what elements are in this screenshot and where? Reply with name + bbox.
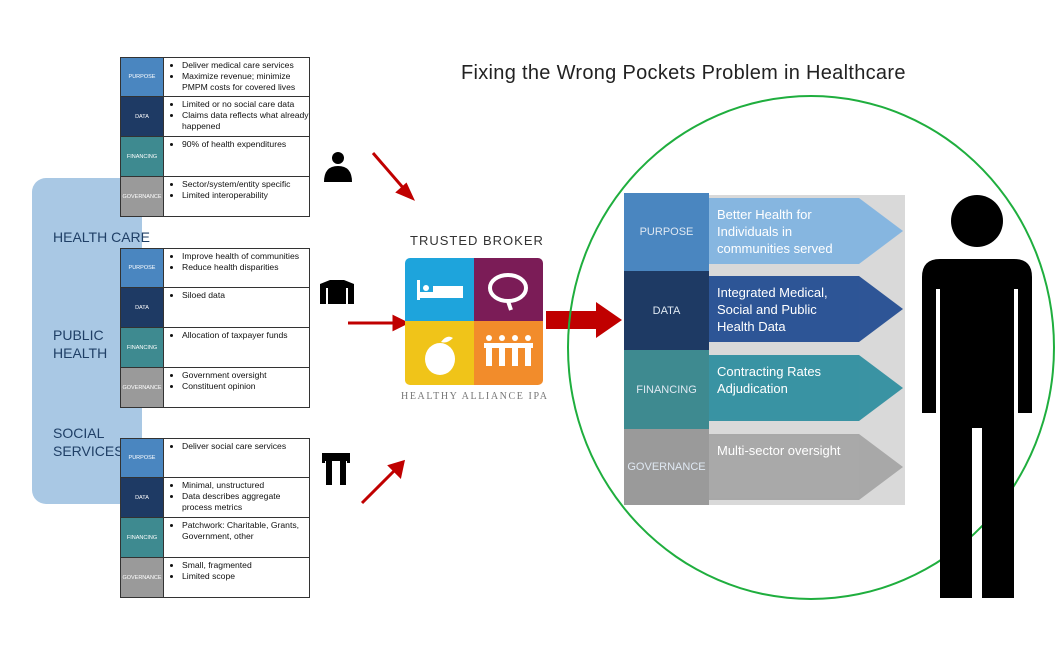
row-label: PURPOSE — [121, 58, 164, 96]
row-items: Deliver medical care servicesMaximize re… — [164, 58, 309, 96]
red-arrows — [348, 152, 415, 505]
table-row: FINANCING Allocation of taxpayer funds — [120, 328, 310, 368]
row-items: Allocation of taxpayer funds — [164, 328, 288, 367]
person-icon — [324, 152, 352, 182]
arrow-health-care — [371, 152, 415, 201]
row-label: GOVERNANCE — [121, 177, 164, 216]
list-item: Limited or no social care data — [182, 99, 309, 110]
outcome-arrow: Contracting Rates Adjudication — [709, 355, 903, 421]
logo-name: HEALTHY ALLIANCE IPA — [401, 391, 549, 402]
list-item: Limited scope — [182, 571, 252, 582]
row-label: PURPOSE — [121, 439, 164, 477]
outcome-label: DATA — [624, 271, 709, 350]
list-item: 90% of health expenditures — [182, 139, 286, 150]
row-items: Government oversightConstituent opinion — [164, 368, 267, 407]
list-item: Claims data reflects what already happen… — [182, 110, 309, 132]
list-item: Allocation of taxpayer funds — [182, 330, 288, 341]
table-row: PURPOSEImprove health of communitiesRedu… — [120, 248, 310, 288]
healthy-alliance-logo — [405, 258, 543, 385]
row-items: Minimal, unstructuredData describes aggr… — [164, 478, 309, 517]
individual-circle — [567, 95, 1055, 600]
page-title: Fixing the Wrong Pockets Problem in Heal… — [461, 62, 906, 84]
row-items: Patchwork: Charitable, Grants, Governmen… — [164, 518, 309, 557]
outcome-arrow: Integrated Medical, Social and Public He… — [709, 276, 903, 342]
list-item: Deliver social care services — [182, 441, 286, 452]
sector-health-care: HEALTH CARE — [53, 229, 150, 245]
table-row: DATAMinimal, unstructuredData describes … — [120, 478, 310, 518]
row-label: GOVERNANCE — [121, 558, 164, 597]
row-items: 90% of health expenditures — [164, 137, 286, 176]
table-row: GOVERNANCESmall, fragmentedLimited scope — [120, 558, 310, 598]
list-item: Siloed data — [182, 290, 225, 301]
sector-table: PURPOSEDeliver medical care servicesMaxi… — [120, 57, 310, 217]
row-label: FINANCING — [121, 518, 164, 557]
row-items: Small, fragmentedLimited scope — [164, 558, 252, 597]
list-item: Reduce health disparities — [182, 262, 299, 273]
person-silhouette-icon — [922, 195, 1032, 598]
table-row: GOVERNANCEGovernment oversightConstituen… — [120, 368, 310, 408]
bed-icon — [417, 280, 463, 300]
pants-icon — [322, 453, 350, 485]
row-label: DATA — [121, 478, 164, 517]
table-row: DATA Siloed data — [120, 288, 310, 328]
row-items: Improve health of communitiesReduce heal… — [164, 249, 299, 287]
table-row: DATALimited or no social care dataClaims… — [120, 97, 310, 137]
arrow-social-services — [360, 459, 406, 505]
table-row: PURPOSEDeliver medical care servicesMaxi… — [120, 57, 310, 97]
row-label: FINANCING — [121, 137, 164, 176]
list-item: Constituent opinion — [182, 381, 267, 392]
list-item: Sector/system/entity specific — [182, 179, 290, 190]
row-items: Limited or no social care dataClaims dat… — [164, 97, 309, 136]
arrow-public-health — [348, 314, 410, 332]
apple-icon — [425, 336, 455, 375]
sector-public-health: PUBLIC HEALTH — [53, 327, 108, 361]
list-item: Limited interoperability — [182, 190, 290, 201]
sector-table: PURPOSEDeliver social care servicesDATAM… — [120, 438, 310, 598]
outcome-text: Contracting Rates Adjudication — [717, 364, 822, 396]
list-item: Deliver medical care services — [182, 60, 309, 71]
row-label: PURPOSE — [121, 249, 164, 287]
sector-table: PURPOSEImprove health of communitiesRedu… — [120, 248, 310, 408]
row-items: Deliver social care services — [164, 439, 286, 477]
list-item: Government oversight — [182, 370, 267, 381]
table-row: FINANCING 90% of health expenditures — [120, 137, 310, 177]
row-label: FINANCING — [121, 328, 164, 367]
list-item: Improve health of communities — [182, 251, 299, 262]
list-item: Data describes aggregate process metrics — [182, 491, 309, 513]
trusted-broker-label: TRUSTED BROKER — [410, 233, 544, 248]
row-items: Siloed data — [164, 288, 225, 327]
table-row: FINANCING Patchwork: Charitable, Grants, … — [120, 518, 310, 558]
outcome-arrow: Multi-sector oversight — [709, 434, 903, 500]
shirt-icon — [320, 280, 354, 304]
row-items: Sector/system/entity specificLimited int… — [164, 177, 290, 216]
table-row: GOVERNANCESector/system/entity specificL… — [120, 177, 310, 217]
list-item: Minimal, unstructured — [182, 480, 309, 491]
outcome-label: PURPOSE — [624, 193, 709, 271]
list-item: Maximize revenue; minimize PMPM costs fo… — [182, 71, 309, 93]
outcome-label: GOVERNANCE — [624, 429, 709, 505]
row-label: DATA — [121, 97, 164, 136]
people-icon — [484, 335, 533, 366]
sector-social-services: SOCIAL SERVICES — [53, 425, 124, 459]
list-item: Patchwork: Charitable, Grants, Governmen… — [182, 520, 309, 542]
outcome-text: Integrated Medical, Social and Public He… — [717, 285, 828, 334]
list-item: Small, fragmented — [182, 560, 252, 571]
outcome-text: Multi-sector oversight — [717, 443, 841, 458]
outcome-arrow: Better Health for Individuals in communi… — [709, 198, 903, 264]
outcome-label: FINANCING — [624, 350, 709, 429]
outcome-text: Better Health for Individuals in communi… — [717, 207, 833, 256]
brain-icon — [488, 273, 528, 311]
row-label: GOVERNANCE — [121, 368, 164, 407]
table-row: PURPOSE Deliver social care services — [120, 438, 310, 478]
row-label: DATA — [121, 288, 164, 327]
